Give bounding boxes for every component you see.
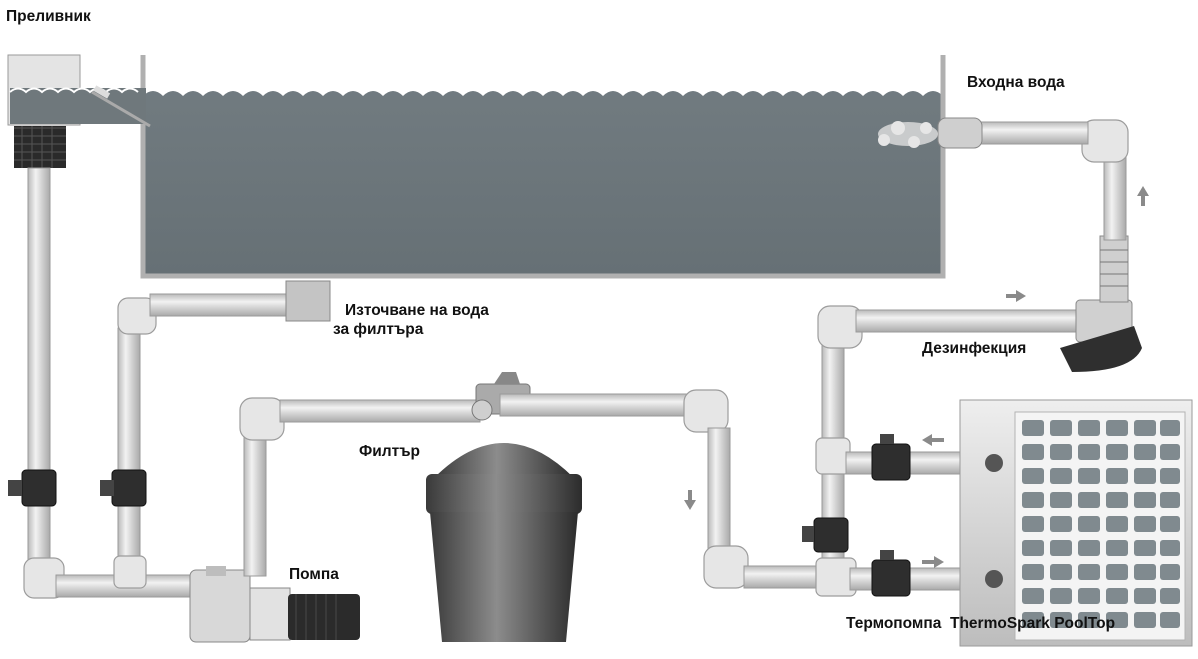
disinfection-pipe xyxy=(855,309,1082,333)
label-heat-pump: Термопомпа ThermoSpark PoolTop xyxy=(846,615,1116,632)
inlet-riser-pipe xyxy=(1103,149,1127,241)
disinfection-unit xyxy=(1060,235,1142,372)
filter xyxy=(426,372,582,642)
arrow-right-icon xyxy=(922,556,944,568)
arrow-right-icon xyxy=(1006,290,1026,302)
label-filter: Филтър xyxy=(359,443,420,460)
drain-pipe xyxy=(117,327,141,569)
filter-outlet-elbow xyxy=(683,389,729,433)
label-inlet-water: Входна вода xyxy=(967,74,1065,91)
overflow-pipe xyxy=(27,167,51,569)
bypass-top-elbow xyxy=(817,305,863,349)
label-disinfection: Дезинфекция xyxy=(922,340,1027,357)
inlet-top-elbow xyxy=(1081,119,1129,163)
filter-bottom-elbow xyxy=(703,545,749,589)
filter-down-pipe xyxy=(707,427,731,559)
drain-fitting xyxy=(285,280,331,322)
valve-overflow xyxy=(8,469,57,507)
valve-supply xyxy=(871,550,911,597)
inlet-nozzle xyxy=(878,117,983,149)
label-drain-line1: Източване на вода xyxy=(345,302,489,319)
label-drain-line2: за филтъра xyxy=(333,321,424,338)
valve-return xyxy=(871,434,911,481)
filter-outlet-pipe xyxy=(499,393,691,417)
drain-horizontal-pipe xyxy=(149,293,291,317)
inlet-horizontal-pipe xyxy=(979,121,1089,145)
upper-tee xyxy=(815,437,851,475)
pump-elbow xyxy=(239,397,285,441)
arrow-up-icon xyxy=(1137,186,1149,206)
label-pump: Помпа xyxy=(289,566,339,583)
valve-bypass xyxy=(802,517,849,553)
filter-inlet-pipe xyxy=(279,399,481,423)
arrow-left-icon xyxy=(922,434,944,446)
suction-tee xyxy=(113,555,147,589)
pool xyxy=(140,55,946,279)
heat-pump xyxy=(959,399,1193,647)
valve-drain xyxy=(100,469,147,507)
pump xyxy=(189,566,360,643)
pump-outlet-pipe xyxy=(243,419,267,577)
overflow-tank xyxy=(7,54,151,168)
label-overflow: Преливник xyxy=(6,8,91,25)
arrow-down-icon xyxy=(684,490,696,510)
